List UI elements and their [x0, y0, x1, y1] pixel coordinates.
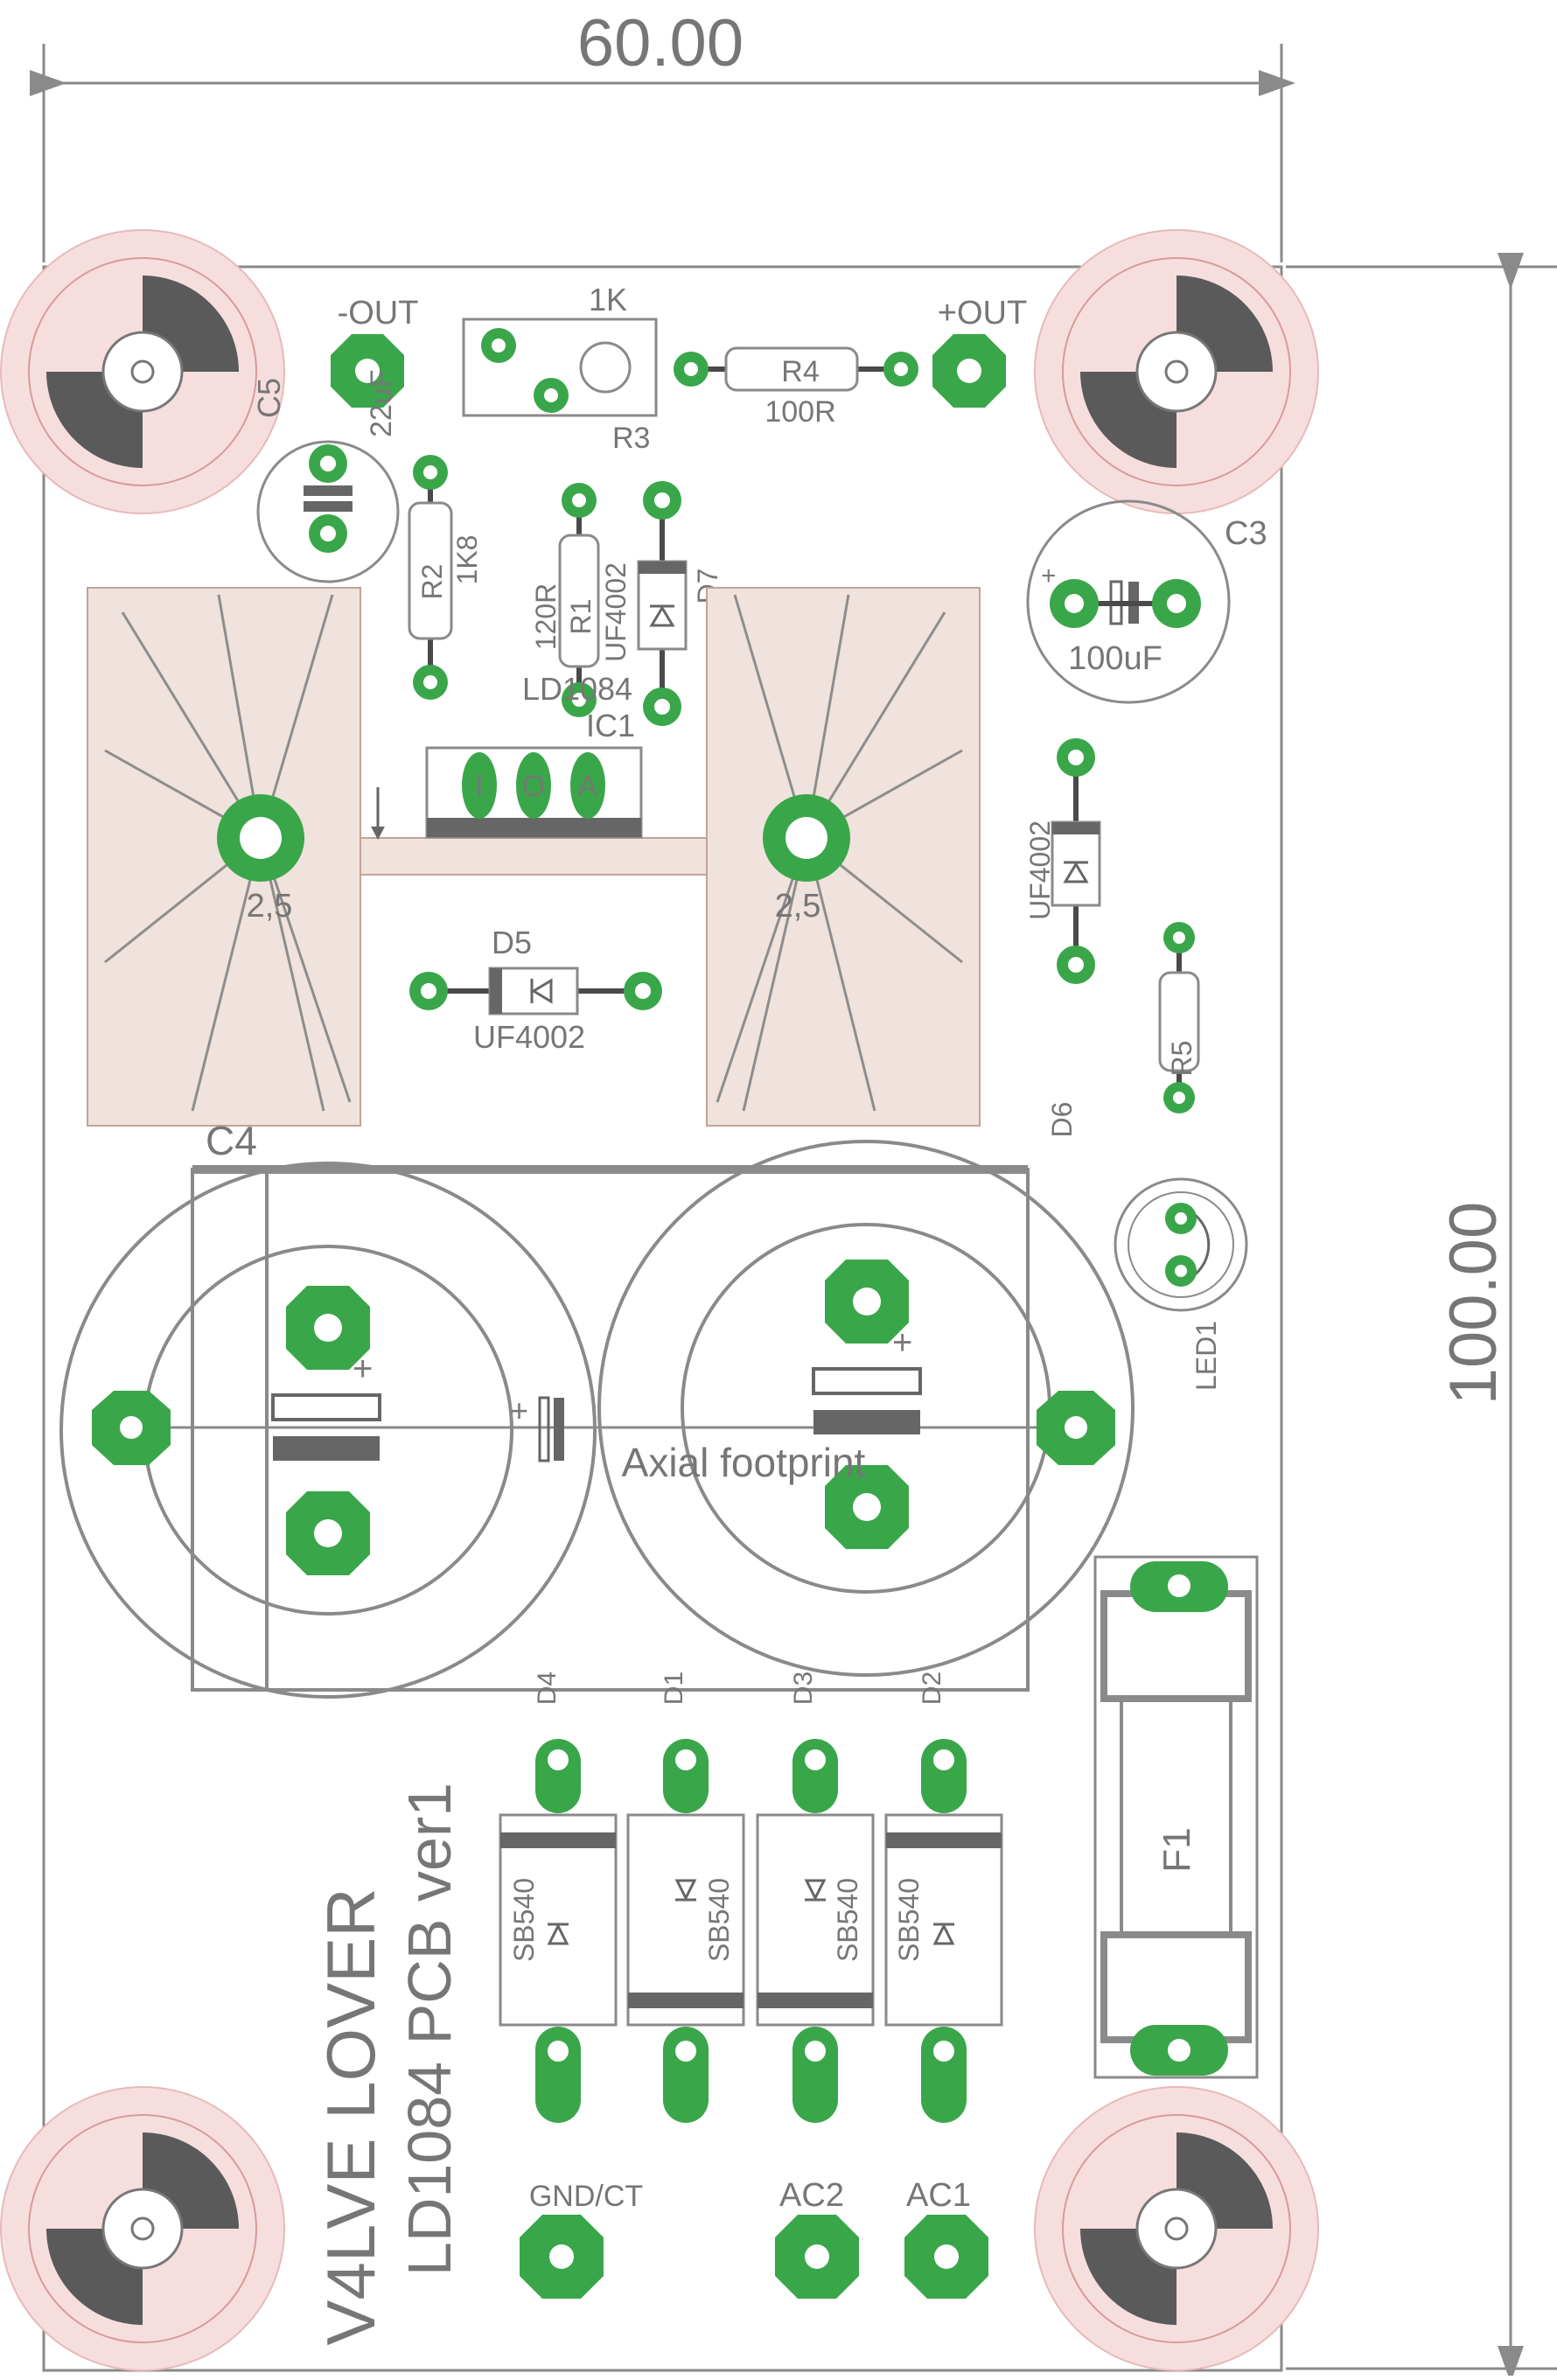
neg-out-connector: -OUT	[331, 295, 418, 408]
ic1-pin-2: O	[522, 770, 545, 803]
d4-value: SB540	[508, 1878, 540, 1962]
diode-d5: D5 UF4002	[409, 925, 662, 1055]
r2-name: R2	[416, 564, 448, 600]
resistor-r2: R2 1K8	[408, 455, 483, 700]
capacitor-c3: + C3 100uF	[1026, 499, 1267, 704]
fuse-f1: F1	[1093, 1555, 1259, 2079]
board-outline	[42, 265, 1283, 2372]
d2-value: SB540	[893, 1878, 925, 1962]
c5-value: 22uF	[365, 370, 398, 438]
mounting-hole-top-left	[0, 229, 285, 514]
mounting-hole-bottom-left	[0, 2086, 285, 2371]
pos-out-connector: +OUT	[932, 295, 1027, 408]
d4-name: D4	[533, 1672, 562, 1705]
ac2-label: AC2	[779, 2177, 844, 2214]
capacitor-c5: C5 22uF	[251, 370, 400, 583]
heatsink-left-label: 2,5	[247, 888, 293, 925]
width-dimension: 60.00	[30, 6, 1295, 262]
ac1-label: AC1	[906, 2177, 971, 2214]
bridge-diode-d4: D4 SB540	[499, 1672, 618, 2123]
bridge-diode-d2: D2 SB540	[884, 1672, 1003, 2123]
mounting-hole-bottom-right	[1034, 2086, 1319, 2371]
board-subtitle: LD1084 PCB ver1	[395, 1783, 464, 2276]
f1-name: F1	[1156, 1827, 1198, 1872]
r3-name: R3	[612, 422, 650, 455]
ic1-name: IC1	[586, 708, 635, 743]
r3-value: 1K	[589, 282, 627, 318]
ic1-value: LD1084	[522, 671, 632, 707]
ac1-connector: AC1	[904, 2177, 988, 2299]
height-dimension: 100.00	[1286, 253, 1557, 2380]
width-dimension-label: 60.00	[577, 6, 744, 80]
gnd-ct-connector: GND/CT	[520, 2180, 643, 2299]
bridge-diode-d3: D3 SB540	[756, 1672, 875, 2123]
diode-d7: D7 UF4002	[600, 481, 723, 726]
gnd-ct-label: GND/CT	[529, 2180, 643, 2213]
bridge-diode-d1: D1 SB540	[626, 1672, 745, 2123]
svg-text:+: +	[1041, 562, 1057, 590]
r5-name: R5	[1166, 1041, 1197, 1077]
d1-value: SB540	[703, 1878, 735, 1962]
d1-name: D1	[660, 1672, 688, 1705]
heatsink-right-label: 2,5	[775, 888, 821, 925]
pos-out-label: +OUT	[938, 295, 1027, 332]
trimmer-r3: 1K R3	[462, 282, 658, 455]
resistor-r4: R4 100R	[674, 346, 918, 429]
c5-name: C5	[251, 378, 287, 418]
r1-name: R1	[565, 599, 597, 635]
r4-value: 100R	[765, 395, 835, 429]
height-dimension-label: 100.00	[1436, 1202, 1511, 1405]
heatsink-left: 2,5	[87, 587, 361, 1127]
d6-name: D6	[1046, 1102, 1078, 1138]
axial-footprint-label: Axial footprint	[622, 1440, 866, 1485]
led-led1: LED1	[1114, 1177, 1248, 1391]
d7-value: UF4002	[600, 562, 632, 662]
ic1-pin-3: A	[578, 770, 598, 803]
r4-name: R4	[781, 355, 819, 388]
c4-name: C4	[206, 1118, 257, 1163]
d3-value: SB540	[832, 1878, 863, 1962]
r2-value: 1K8	[451, 535, 483, 585]
resistor-r5: R5	[1158, 922, 1200, 1113]
d6-value: UF4002	[1024, 820, 1056, 920]
regulator-ic1: I O A LD1084 IC1	[425, 671, 643, 839]
ic1-pin-1: I	[475, 770, 483, 803]
d5-value: UF4002	[473, 1019, 585, 1055]
c3-name: C3	[1225, 515, 1267, 552]
diode-d6: UF4002 D6	[1024, 738, 1101, 1138]
mounting-hole-top-right	[1034, 229, 1319, 514]
d3-name: D3	[789, 1672, 818, 1705]
heatsink-right: 2,5	[706, 587, 981, 1127]
d2-name: D2	[918, 1672, 946, 1705]
ac2-connector: AC2	[775, 2177, 859, 2299]
board-title: V4LVE LOVER	[312, 1888, 389, 2345]
svg-text:+: +	[510, 1392, 528, 1428]
capacitor-c4: + + + C4 Axial footprint	[59, 1118, 1135, 1699]
neg-out-label: -OUT	[338, 295, 419, 332]
r1-value: 120R	[530, 583, 562, 651]
d5-name: D5	[492, 925, 532, 960]
c3-value: 100uF	[1068, 640, 1163, 677]
led1-name: LED1	[1190, 1321, 1222, 1391]
resistor-r1: R1 120R	[530, 483, 600, 717]
